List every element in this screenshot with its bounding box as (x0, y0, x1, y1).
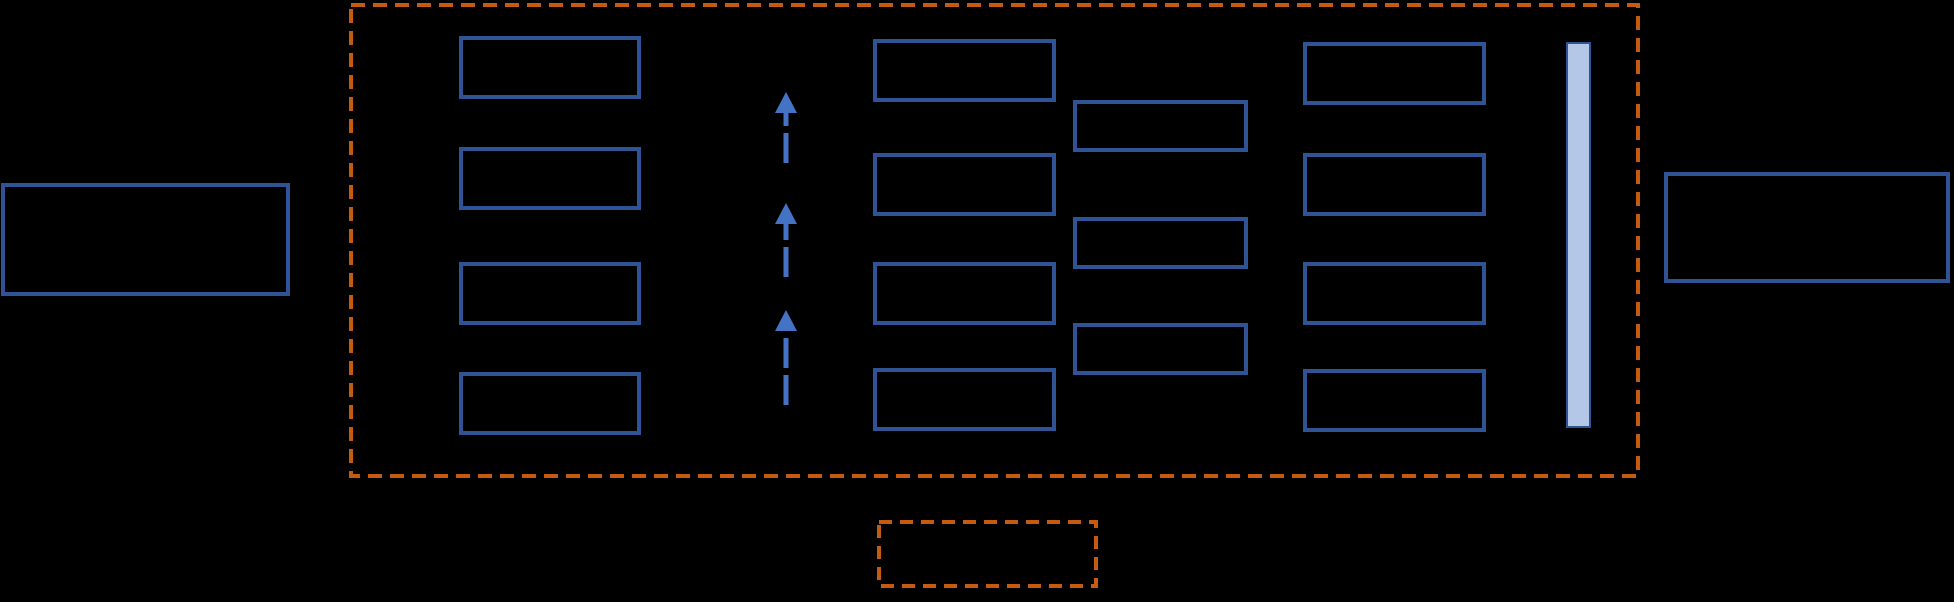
dashed-container-frame (349, 3, 1640, 478)
column-1-box-4 (459, 372, 641, 435)
column-1-box-2 (459, 147, 641, 210)
column-2-box-1 (873, 39, 1056, 102)
column-3-box-2 (1073, 217, 1248, 269)
vertical-bar (1566, 42, 1591, 428)
column-1-box-1 (459, 36, 641, 99)
arrow-head (775, 203, 797, 224)
dashed-up-arrow-2 (775, 203, 797, 277)
bottom-dashed-box (877, 520, 1098, 588)
column-2-box-3 (873, 262, 1056, 325)
left-outer-box (1, 183, 290, 296)
right-outer-box (1664, 172, 1950, 283)
arrow-head (775, 310, 797, 331)
column-4-box-3 (1303, 262, 1486, 325)
arrow-head (775, 92, 797, 113)
column-4-box-1 (1303, 42, 1486, 105)
column-1-box-3 (459, 262, 641, 325)
dashed-up-arrow-1 (775, 92, 797, 163)
column-2-box-2 (873, 153, 1056, 216)
column-4-box-2 (1303, 153, 1486, 216)
column-3-box-3 (1073, 323, 1248, 375)
column-4-box-4 (1303, 369, 1486, 432)
dashed-up-arrow-3 (775, 310, 797, 405)
column-3-box-1 (1073, 100, 1248, 152)
column-2-box-4 (873, 368, 1056, 431)
